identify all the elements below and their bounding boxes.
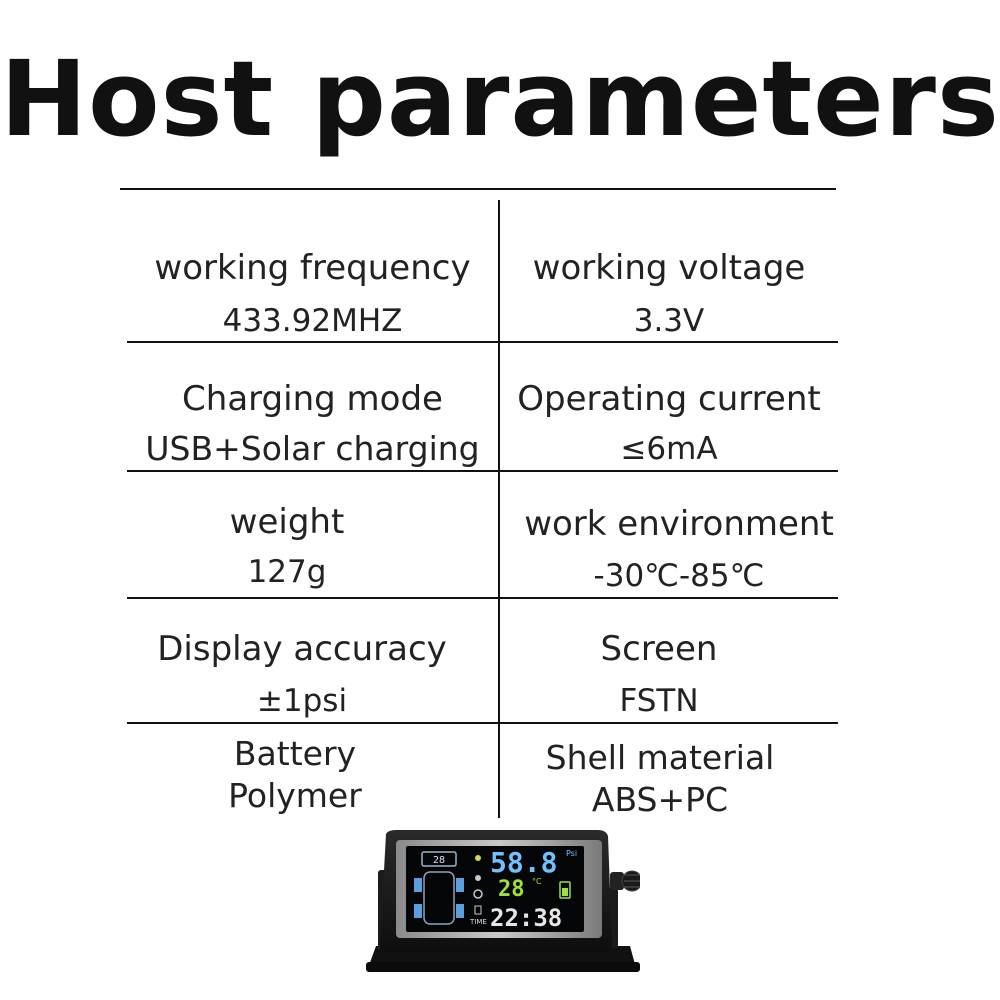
param-value: -30℃-85℃ — [593, 558, 765, 594]
tpms-monitor-image: 28 58.8 Psi 28 °C TIME 22:38 — [366, 830, 640, 972]
param-label: Battery — [233, 734, 357, 773]
tire-reading-text: 28 — [433, 855, 445, 866]
table-row-divider — [127, 470, 838, 472]
param-value: Polymer — [228, 776, 362, 815]
param-work-environment: work environment -30℃-85℃ — [500, 472, 858, 597]
param-working-frequency: working frequency 433.92MHZ — [127, 200, 498, 341]
temperature-readout: 28 — [498, 877, 525, 902]
param-label: work environment — [524, 504, 834, 544]
param-label: working frequency — [154, 248, 471, 288]
param-label: working voltage — [532, 248, 806, 288]
table-row-divider — [127, 341, 838, 343]
param-value: ±1psi — [256, 683, 348, 719]
param-value: 127g — [247, 554, 327, 590]
param-label: Display accuracy — [157, 629, 447, 669]
param-label: Screen — [600, 629, 718, 669]
param-label: Operating current — [517, 379, 821, 419]
pressure-unit: Psi — [566, 849, 577, 858]
param-value: 3.3V — [633, 303, 705, 339]
param-screen: Screen FSTN — [500, 599, 818, 722]
param-value: ABS+PC — [591, 780, 729, 819]
param-battery: Battery Polymer — [127, 724, 463, 818]
param-value: 433.92MHZ — [222, 303, 403, 339]
param-shell-material: Shell material ABS+PC — [500, 724, 820, 819]
param-charging-mode: Charging mode USB+Solar charging — [127, 343, 498, 470]
table-row-divider — [127, 722, 838, 724]
param-display-accuracy: Display accuracy ±1psi — [127, 599, 477, 722]
time-label: TIME — [469, 918, 487, 926]
param-value: FSTN — [619, 683, 699, 719]
param-label: Charging mode — [182, 379, 443, 419]
time-readout: 22:38 — [490, 904, 562, 932]
pressure-readout: 58.8 — [490, 846, 557, 879]
param-label: weight — [229, 502, 345, 542]
page-title: Host parameters — [0, 38, 1000, 160]
param-weight: weight 127g — [127, 472, 447, 597]
param-operating-current: Operating current ≤6mA — [500, 343, 838, 470]
param-label: Shell material — [545, 738, 775, 777]
param-working-voltage: working voltage 3.3V — [500, 200, 838, 341]
table-column-divider — [498, 200, 500, 818]
table-top-rule — [120, 188, 836, 190]
table-row-divider — [127, 597, 838, 599]
param-value: ≤6mA — [620, 431, 718, 467]
param-value: USB+Solar charging — [145, 429, 480, 468]
temperature-unit: °C — [532, 877, 542, 886]
